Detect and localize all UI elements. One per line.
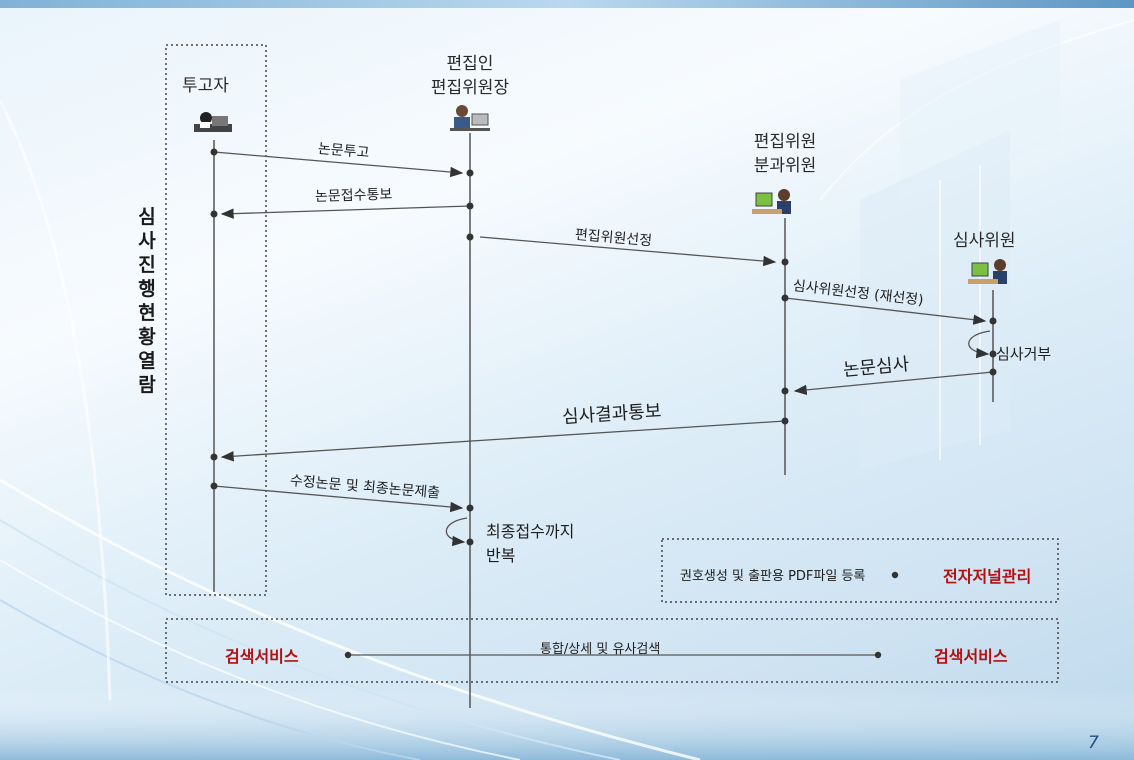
- loop-repeat: [445, 517, 468, 547]
- actor-committee-line1: 편집위원: [753, 132, 817, 152]
- person-at-laptop-icon: [450, 105, 490, 131]
- actor-editor-line2: 편집위원장: [430, 78, 510, 98]
- label-review-reject: 심사거부: [996, 345, 1052, 363]
- actor-committee-line2: 분과위원: [753, 156, 817, 176]
- label-repeat-line2: 반복: [486, 546, 516, 565]
- arrow-receipt-notice: [220, 205, 471, 219]
- loop-review-reject: [968, 330, 991, 359]
- label-receipt-notice: 논문접수통보: [314, 186, 393, 205]
- search-service-left: 검색서비스: [225, 647, 299, 666]
- actor-author: 투고자: [182, 76, 229, 96]
- actor-reviewer: 심사위원: [953, 231, 1016, 251]
- person-at-desk-icon: [194, 112, 232, 132]
- lifeline-dots: [210, 148, 997, 546]
- arrow-result-notice: [220, 420, 786, 462]
- actor-editor-line1: 편집인: [446, 54, 494, 74]
- page-number: 7: [1088, 733, 1099, 753]
- ejournal-title: 전자저널관리: [943, 567, 1032, 586]
- side-label-review-status: 심사진행현황열람: [138, 206, 156, 396]
- person-at-computer-icon: [968, 259, 1007, 284]
- search-middle-label: 통합/상세 및 유사검색: [540, 642, 661, 657]
- ejournal-task-label: 권호생성 및 출판용 PDF파일 등록: [680, 569, 866, 584]
- arrow-select-editor: [479, 236, 777, 267]
- arrow-submit: [213, 151, 464, 178]
- search-box: [165, 618, 1059, 683]
- arrow-select-reviewer: [784, 297, 987, 325]
- author-box: [165, 44, 267, 596]
- label-repeat-line1: 최종접수까지: [486, 522, 575, 541]
- label-submit: 논문투고: [317, 141, 370, 162]
- person-at-computer-icon: [752, 189, 791, 214]
- arrow-revised-submit: [213, 485, 464, 513]
- search-service-right: 검색서비스: [934, 647, 1008, 666]
- ejournal-box: [661, 538, 1059, 603]
- arrow-review: [793, 371, 994, 396]
